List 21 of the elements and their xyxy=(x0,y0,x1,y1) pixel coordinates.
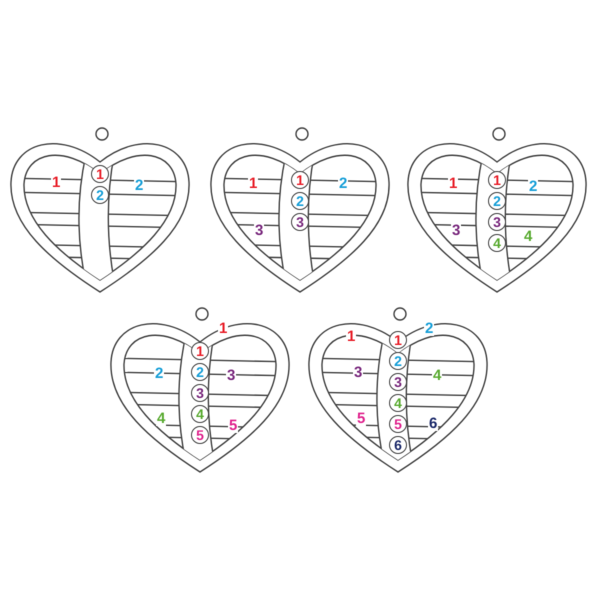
band-number: 3 xyxy=(226,368,236,383)
band-number: 4 xyxy=(156,411,166,426)
band-number: 1 xyxy=(51,175,62,190)
band-number: 1 xyxy=(248,176,258,191)
band-number: 1 xyxy=(218,321,228,336)
band-number: 6 xyxy=(428,416,438,431)
band-number: 1 xyxy=(448,176,458,191)
band-number: 5 xyxy=(228,418,238,433)
band-number: 2 xyxy=(424,321,434,336)
band-number: 4 xyxy=(523,229,534,244)
band-number: 3 xyxy=(254,223,264,238)
band-number: 1 xyxy=(346,329,356,344)
band-number: 2 xyxy=(338,176,348,191)
numbered-stone: 1 xyxy=(389,331,407,349)
band-number: 2 xyxy=(528,179,538,194)
band-number: 2 xyxy=(154,366,164,381)
band-number: 5 xyxy=(356,411,366,426)
band-number: 3 xyxy=(353,365,364,380)
band-number: 3 xyxy=(451,223,462,238)
band-number: 4 xyxy=(432,368,442,383)
band-number: 2 xyxy=(134,178,144,193)
